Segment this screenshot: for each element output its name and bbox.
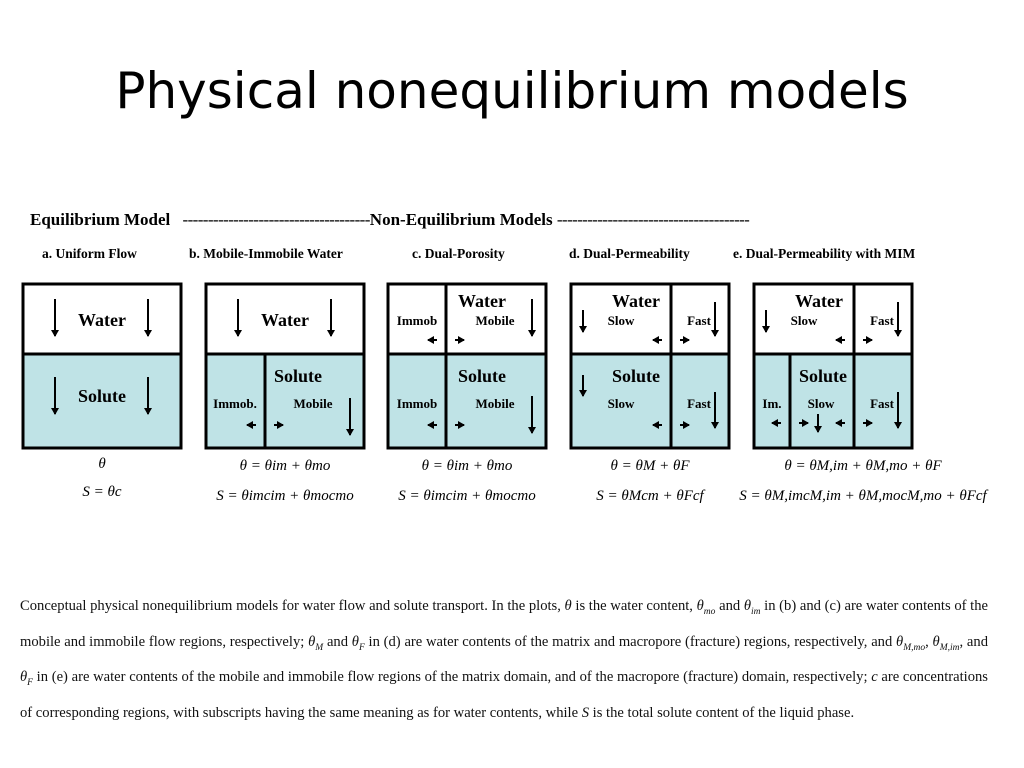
equation-s-c: S = θimcim + θmocmo bbox=[398, 488, 536, 504]
fast-label: Fast bbox=[870, 396, 895, 411]
subtitle-c: c. Dual-Porosity bbox=[412, 246, 505, 261]
panel-frame bbox=[569, 282, 731, 450]
equation-theta-a: θ bbox=[98, 456, 106, 472]
panel-frame bbox=[21, 282, 183, 450]
slow-label: Slow bbox=[808, 396, 835, 411]
panel-frame bbox=[386, 282, 548, 450]
equation-theta-e: θ = θM,im + θM,mo + θF bbox=[784, 458, 942, 474]
solute-region-fill bbox=[23, 354, 181, 448]
equation-s-d: S = θMcm + θFcf bbox=[596, 488, 704, 504]
panel-frame bbox=[752, 282, 914, 450]
panel-dual-permeability-mim: Water Slow Fast Solute Im. Slow Fast bbox=[752, 282, 914, 450]
immob-label: Immob. bbox=[213, 396, 257, 411]
equilibrium-heading: Equilibrium Model bbox=[30, 210, 171, 229]
water-label: Water bbox=[78, 310, 126, 330]
solute-region-fill bbox=[206, 354, 364, 448]
water-label: Water bbox=[795, 291, 843, 311]
equation-theta-c: θ = θim + θmo bbox=[421, 458, 513, 474]
slow-label: Slow bbox=[608, 396, 635, 411]
fast-label: Fast bbox=[687, 396, 712, 411]
panel-mobile-immobile: Water Solute Immob. Mobile bbox=[204, 282, 366, 450]
equation-s-e: S = θM,imcM,im + θM,mocM,mo + θFcf bbox=[739, 488, 987, 504]
solute-region-fill bbox=[754, 354, 912, 448]
water-label: Water bbox=[612, 291, 660, 311]
slow-label: Slow bbox=[608, 313, 635, 328]
solute-label: Solute bbox=[799, 366, 847, 386]
mobile-label: Mobile bbox=[294, 396, 333, 411]
fast-label: Fast bbox=[870, 313, 895, 328]
solute-region-fill bbox=[571, 354, 729, 448]
subtitle-a: a. Uniform Flow bbox=[42, 246, 137, 261]
panel-frame bbox=[204, 282, 366, 450]
panel-dual-permeability: Water Slow Fast Solute Slow Fast bbox=[569, 282, 731, 450]
solute-label: Solute bbox=[274, 366, 322, 386]
slow-label: Slow bbox=[791, 313, 818, 328]
panel-dual-porosity: Water Immob Mobile Solute Immob Mobile bbox=[386, 282, 548, 450]
equation-theta-d: θ = θM + θF bbox=[610, 458, 690, 474]
equation-s-a: S = θc bbox=[82, 484, 122, 500]
immob-label: Immob bbox=[397, 313, 437, 328]
subtitle-e: e. Dual-Permeability with MIM bbox=[733, 246, 916, 261]
subtitle-b: b. Mobile-Immobile Water bbox=[189, 246, 343, 261]
solute-label: Solute bbox=[458, 366, 506, 386]
figure-caption: Conceptual physical nonequilibrium model… bbox=[20, 598, 988, 721]
water-label: Water bbox=[261, 310, 309, 330]
model-header: Equilibrium Model ----------------------… bbox=[30, 210, 750, 230]
equation-s-b: S = θimcim + θmocmo bbox=[216, 488, 354, 504]
immob-label: Immob bbox=[397, 396, 437, 411]
fast-label: Fast bbox=[687, 313, 712, 328]
mobile-label: Mobile bbox=[476, 313, 515, 328]
im-label: Im. bbox=[762, 396, 781, 411]
subtitle-d: d. Dual-Permeability bbox=[569, 246, 690, 261]
dash-divider-left: ------------------------------------- bbox=[182, 210, 371, 229]
dash-divider-right: -------------------------------------- bbox=[556, 210, 750, 229]
water-label: Water bbox=[458, 291, 506, 311]
solute-label: Solute bbox=[78, 386, 126, 406]
mobile-label: Mobile bbox=[476, 396, 515, 411]
solute-label: Solute bbox=[612, 366, 660, 386]
nonequilibrium-heading: Non-Equilibrium Models bbox=[369, 210, 553, 229]
slide-title: Physical nonequilibrium models bbox=[115, 62, 909, 120]
equation-theta-b: θ = θim + θmo bbox=[239, 458, 331, 474]
solute-region-fill bbox=[388, 354, 546, 448]
panel-uniform-flow: Water Solute bbox=[21, 282, 183, 450]
